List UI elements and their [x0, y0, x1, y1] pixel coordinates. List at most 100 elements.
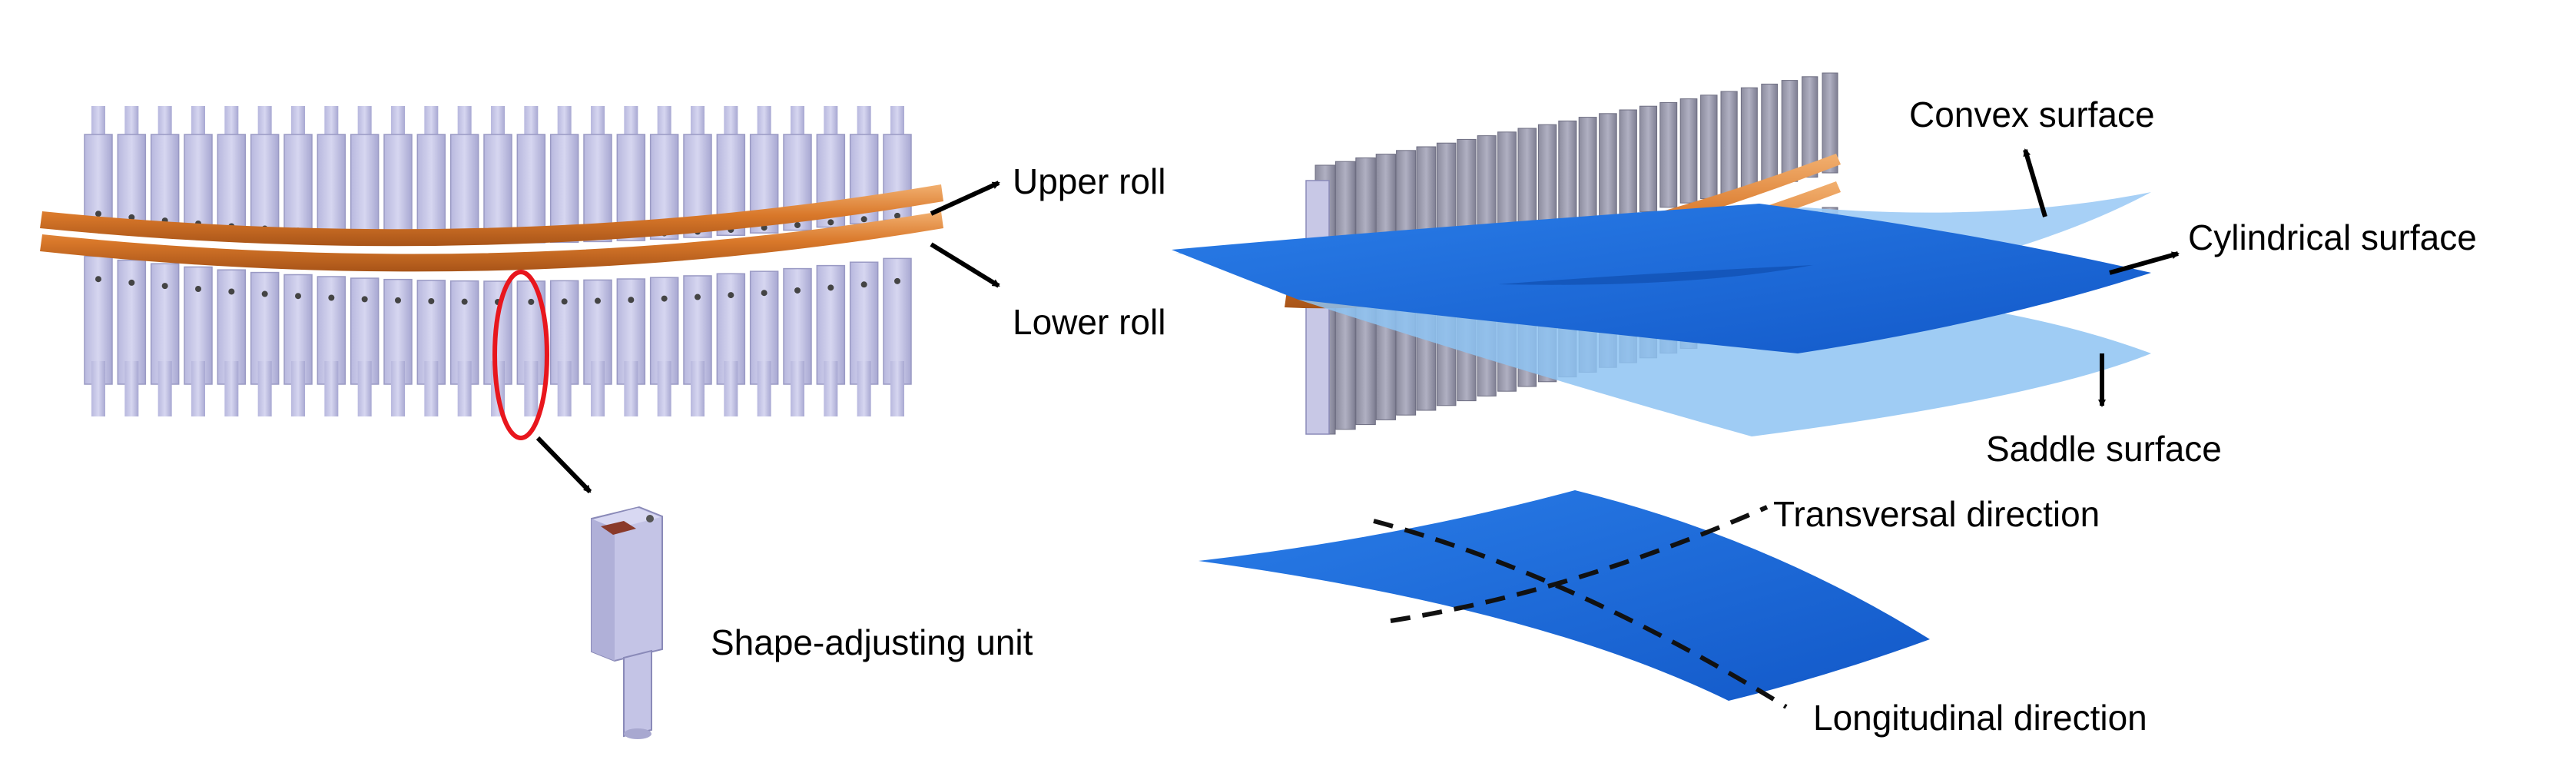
unit-pin	[228, 288, 235, 295]
unit-pin	[794, 287, 801, 294]
angled-unit-upper	[1700, 95, 1718, 200]
unit-pin	[595, 297, 601, 304]
lower-roll-arrow	[930, 242, 1000, 288]
angled-unit-upper	[1659, 101, 1678, 208]
angled-unit-lower	[1334, 299, 1356, 430]
longitudinal-direction-line	[1373, 519, 1788, 709]
unit-stem-lower	[457, 361, 472, 416]
unit-pin	[661, 295, 668, 302]
shape-adjusting-unit-icon	[591, 506, 663, 739]
unit-pin	[361, 296, 368, 303]
angled-unit-upper	[1761, 83, 1779, 187]
unit-stem-lower	[890, 361, 904, 416]
unit-pin	[261, 290, 268, 297]
unit-block-upper	[283, 134, 313, 237]
unit-pin	[728, 292, 734, 299]
unit-stem-lower	[224, 361, 239, 416]
unit-pin	[128, 214, 135, 221]
unit-pin	[761, 290, 767, 297]
unit-stem-lower	[591, 361, 605, 416]
unit-block-upper	[184, 134, 213, 230]
unit-pin	[894, 212, 900, 219]
cylindrical-surface-label: Cylindrical surface	[2188, 217, 2477, 257]
unit-stem-lower	[91, 361, 105, 416]
unit-pin	[161, 283, 168, 290]
shape-adjusting-unit-label: Shape-adjusting unit	[711, 622, 1033, 662]
upper-roll	[40, 184, 943, 247]
unit-stem-lower	[391, 361, 405, 416]
angled-unit-upper	[1679, 98, 1698, 204]
cylindrical-surface-arrow	[2109, 251, 2180, 275]
angled-unit-upper	[1802, 76, 1818, 178]
unit-block-lower	[416, 280, 446, 385]
lower-roll-label: Lower roll	[1013, 302, 1165, 342]
unit-block-upper	[150, 134, 180, 226]
unit-stem-lower	[824, 361, 838, 416]
unit-pin	[794, 221, 801, 228]
unit-stem-lower	[157, 361, 172, 416]
unit-block-upper	[84, 134, 113, 219]
unit-block-upper	[217, 134, 247, 232]
upper-roll-label: Upper roll	[1013, 161, 1165, 201]
angled-unit-upper	[1720, 91, 1738, 195]
unit-stem-lower	[657, 361, 671, 416]
angled-unit-upper	[1599, 113, 1617, 221]
curved-surfaces	[1172, 192, 2151, 436]
convex-surface-arrow	[2023, 148, 2047, 217]
angled-unit-upper	[1822, 72, 1838, 174]
unit-pin	[860, 216, 867, 223]
longitudinal-direction-label: Longitudinal direction	[1813, 698, 2147, 738]
unit-stem-lower	[857, 361, 871, 416]
unit-stem-lower	[357, 361, 372, 416]
unit-pin	[894, 277, 900, 284]
angled-unit-upper	[1558, 120, 1577, 230]
doubly-curved-surface	[1198, 490, 1930, 701]
unit-callout-arrow	[535, 436, 592, 494]
unit-pin	[295, 293, 301, 300]
unit-stem-lower	[691, 361, 705, 416]
unit-stem-lower	[257, 361, 272, 416]
saddle-surface-label: Saddle surface	[1986, 429, 2222, 469]
unit-stem-lower	[424, 361, 439, 416]
unit-pin	[395, 297, 401, 304]
unit-block-upper	[250, 134, 280, 235]
unit-stem-lower	[791, 361, 804, 416]
highlight-ring	[492, 270, 549, 440]
unit-block-upper	[117, 134, 147, 223]
unit-pin	[860, 281, 867, 288]
convex-surface-label: Convex surface	[1909, 95, 2155, 134]
surface-directions-diagram	[1198, 490, 1930, 709]
unit-pin	[561, 298, 568, 305]
unit-pin	[528, 298, 535, 305]
unit-pin	[827, 219, 834, 226]
unit-block-upper	[383, 134, 413, 242]
angled-unit-upper	[1578, 117, 1597, 225]
angled-unit-upper	[1740, 87, 1758, 191]
unit-block-upper	[350, 134, 380, 241]
lower-roll	[40, 211, 943, 272]
unit-pin	[128, 279, 135, 286]
unit-pin	[827, 284, 834, 291]
unit-block-upper	[483, 134, 512, 244]
unit-stem-lower	[757, 361, 771, 416]
unit-pin	[695, 294, 701, 300]
unit-stem-lower	[624, 361, 638, 416]
angled-unit-upper	[1619, 109, 1637, 217]
transversal-direction-label: Transversal direction	[1773, 494, 2100, 534]
unit-pin	[428, 297, 435, 304]
angled-unit-upper	[1537, 124, 1557, 234]
unit-pin	[328, 294, 335, 301]
unit-stem-lower	[291, 361, 305, 416]
unit-pin	[95, 211, 101, 217]
unit-pin	[95, 276, 101, 283]
unit-stem-lower	[524, 361, 539, 416]
unit-stem-lower	[724, 361, 738, 416]
angled-unit-upper	[1781, 80, 1799, 182]
unit-block-upper	[317, 134, 346, 239]
unit-pin	[195, 285, 201, 292]
unit-stem-lower	[324, 361, 339, 416]
unit-stem-lower	[191, 361, 205, 416]
unit-block-upper	[449, 134, 479, 244]
upper-roll-arrow	[930, 181, 1000, 216]
